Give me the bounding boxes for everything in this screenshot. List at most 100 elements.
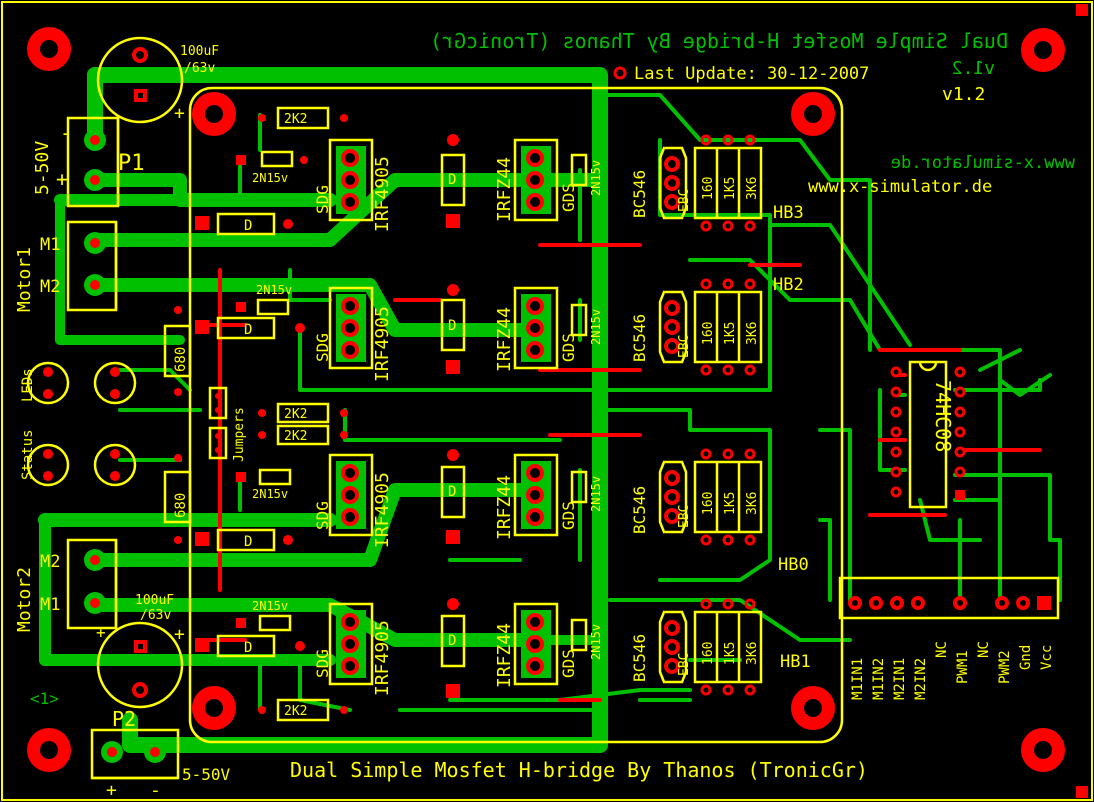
diode-5: D xyxy=(244,534,252,550)
resistor-2k2-2: 2K2 xyxy=(284,407,307,422)
nmos-4: IRFZ44 xyxy=(494,623,515,688)
res-1-a: 160 xyxy=(701,177,716,200)
pmos-3: IRF4905 xyxy=(372,472,393,548)
ic-74hc08: 74HC08 xyxy=(931,380,955,452)
pmos-2: IRF4905 xyxy=(372,306,393,382)
conn-pin-m2in2: M2IN2 xyxy=(913,658,929,700)
resistor-2k2-3: 2K2 xyxy=(284,429,307,444)
zener-3: 2N15v xyxy=(256,283,292,297)
resistor-2k2-4: 2K2 xyxy=(284,704,307,719)
pins-nmos-1: GDS xyxy=(559,183,578,212)
status-leds-line2: LEDs xyxy=(20,368,36,402)
motor1-pin-m1: M1 xyxy=(40,235,60,255)
jumpers-label: Jumpers xyxy=(232,407,247,462)
p2-label: P2 xyxy=(112,707,136,731)
version-mirrored: v1.2 xyxy=(952,58,995,79)
half-bridge-hb2: 2N15v D SDG IRF4905 D IRFZ44 GDS 2N15v B… xyxy=(195,275,804,382)
power-bottom-plus: + xyxy=(106,780,117,801)
half-bridge-hb3: 2K2 2N15v D SDG IRF4905 D IRFZ44 GDS 2N1… xyxy=(195,106,804,236)
motor1-label: Motor1 xyxy=(14,247,35,312)
power-top-minus: - xyxy=(60,121,72,145)
res-4-a: 160 xyxy=(701,642,716,665)
diode-8: D xyxy=(448,633,456,649)
nmos-1: IRFZ44 xyxy=(494,157,515,222)
res-1-c: 3K6 xyxy=(745,177,760,200)
mounting-hole-inner-bottom-left xyxy=(192,686,236,730)
zener-1: 2N15v xyxy=(252,171,288,185)
half-bridge-hb0: 2N15v D SDG IRF4905 D IRFZ44 GDS 2N15v B… xyxy=(195,448,809,575)
website-mirrored: www.x-simulator.de xyxy=(891,153,1075,173)
mounting-hole-bottom-right xyxy=(1021,728,1065,772)
pins-nmos-4: GDS xyxy=(559,649,578,678)
half-bridge-hb1: 2N15v D SDG IRF4905 2K2 D IRFZ44 GDS 2N1… xyxy=(195,598,811,722)
res-1-b: 1K5 xyxy=(723,177,738,200)
power-top-voltage: 5-50V xyxy=(32,141,53,195)
bjt-2: BC546 xyxy=(630,314,649,362)
res-4-b: 1K5 xyxy=(723,642,738,665)
pins-pmos-2: SDG xyxy=(313,333,332,362)
diode-6: D xyxy=(448,484,456,500)
pins-pmos-3: SDG xyxy=(313,501,332,530)
mounting-hole-inner-top-right xyxy=(791,92,835,136)
website: www.x-simulator.de xyxy=(808,177,992,197)
motor2-pin-m1: M1 xyxy=(40,595,60,615)
zener-7: 2N15v xyxy=(252,599,288,613)
pins-pmos-4: SDG xyxy=(313,649,332,678)
zener-2: 2N15v xyxy=(589,160,603,196)
conn-pin-pwm2: PWM2 xyxy=(997,650,1013,684)
mounting-hole-top-left xyxy=(27,27,71,71)
hb0-label: HB0 xyxy=(778,555,809,575)
res-2-a: 160 xyxy=(701,322,716,345)
zener-8: 2N15v xyxy=(589,624,603,660)
pins-pmos-1: SDG xyxy=(313,185,332,214)
cap-bottom-value: 100uF xyxy=(135,593,174,608)
bjt-1: BC546 xyxy=(630,170,649,218)
hb2-label: HB2 xyxy=(773,275,804,295)
diode-4: D xyxy=(448,318,456,334)
conn-pin-nc-2: NC xyxy=(976,641,992,658)
resistor-680-top: 680 xyxy=(173,347,189,372)
cap-bottom-voltage: /63v xyxy=(140,608,171,623)
res-3-b: 1K5 xyxy=(723,492,738,515)
status-leds-line1: Status xyxy=(20,429,36,480)
nmos-2: IRFZ44 xyxy=(494,307,515,372)
resistor-680-bottom: 680 xyxy=(173,493,189,518)
hb1-label: HB1 xyxy=(780,652,811,672)
cap-bottom-plus: + xyxy=(174,624,185,645)
mounting-hole-inner-bottom-right xyxy=(791,686,835,730)
last-update: Last Update: 30-12-2007 xyxy=(634,64,869,84)
zener-6: 2N15v xyxy=(589,476,603,512)
title-bottom: Dual Simple Mosfet H-bridge By Thanos (T… xyxy=(290,758,868,782)
resistor-2k2-1: 2K2 xyxy=(284,112,307,127)
cap-top-value: 100uF xyxy=(180,44,219,59)
conn-pin-m1in1: M1IN1 xyxy=(850,658,866,700)
conn-pin-pwm1: PWM1 xyxy=(955,650,971,684)
mounting-hole-bottom-left xyxy=(27,728,71,772)
res-4-c: 3K6 xyxy=(745,642,760,665)
pmos-1: IRF4905 xyxy=(372,156,393,232)
zener-4: 2N15v xyxy=(589,309,603,345)
diode-7: D xyxy=(244,640,252,656)
pins-bjt-2: EBC xyxy=(677,335,692,358)
pins-nmos-2: GDS xyxy=(559,333,578,362)
pins-bjt-1: EBC xyxy=(677,189,692,212)
mounting-hole-top-right xyxy=(1021,28,1065,72)
pins-bjt-3: EBC xyxy=(677,505,692,528)
conn-pin-nc-1: NC xyxy=(934,641,950,658)
conn-pin-m2in1: M2IN1 xyxy=(892,658,908,700)
diode-2: D xyxy=(448,172,456,188)
cap-top-voltage: /63v xyxy=(184,61,215,76)
res-2-b: 1K5 xyxy=(723,322,738,345)
motor2-pin-m2: M2 xyxy=(40,552,60,572)
zener-5: 2N15v xyxy=(252,487,288,501)
res-2-c: 3K6 xyxy=(745,322,760,345)
bjt-3: BC546 xyxy=(630,486,649,534)
conn-pin-m1in2: M1IN2 xyxy=(871,658,887,700)
motor2-plus: + xyxy=(96,623,106,642)
motor2-label: Motor2 xyxy=(14,567,35,632)
board-mark: <1> xyxy=(30,689,59,708)
power-bottom-voltage: 5-50V xyxy=(182,765,231,784)
motor1-pin-m2: M2 xyxy=(40,277,60,297)
version: v1.2 xyxy=(942,84,985,105)
